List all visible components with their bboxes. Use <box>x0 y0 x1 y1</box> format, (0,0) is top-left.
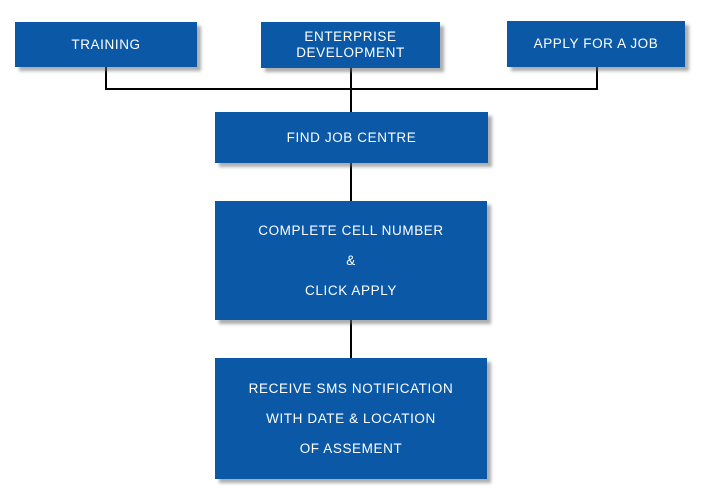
connector-complete-to-receive <box>350 320 352 358</box>
node-apply-label: APPLY FOR A JOB <box>533 36 659 51</box>
node-enterprise-label-line-2: DEVELOPMENT <box>296 45 405 60</box>
node-training-label: TRAINING <box>71 36 141 52</box>
node-enterprise-development: ENTERPRISE DEVELOPMENT <box>261 22 440 68</box>
node-complete-label-line-1: COMPLETE CELL NUMBER <box>258 222 444 238</box>
node-receive-label-line-2: WITH DATE & LOCATION <box>266 410 436 426</box>
node-complete-label-line-3: CLICK APPLY <box>305 282 397 298</box>
node-enterprise-label-line-1: ENTERPRISE <box>304 29 397 44</box>
node-find-job-centre: FIND JOB CENTRE <box>215 112 488 163</box>
connector-find-to-complete <box>350 163 352 201</box>
node-training: TRAINING <box>15 22 197 67</box>
node-complete-cell-number: COMPLETE CELL NUMBER & CLICK APPLY <box>215 201 487 320</box>
node-receive-label-line-1: RECEIVE SMS NOTIFICATION <box>248 380 454 396</box>
connector-apply-down <box>596 67 598 88</box>
node-receive-sms-notification: RECEIVE SMS NOTIFICATION WITH DATE & LOC… <box>215 358 487 479</box>
node-complete-label-line-2: & <box>346 252 356 268</box>
connector-merge-horizontal <box>105 88 598 90</box>
connector-training-down <box>105 67 107 88</box>
node-find-job-centre-label: FIND JOB CENTRE <box>286 129 417 145</box>
node-receive-label-line-3: OF ASSEMENT <box>299 440 403 456</box>
node-apply-for-a-job: APPLY FOR A JOB <box>507 21 685 67</box>
connector-enterprise-down <box>350 68 352 112</box>
